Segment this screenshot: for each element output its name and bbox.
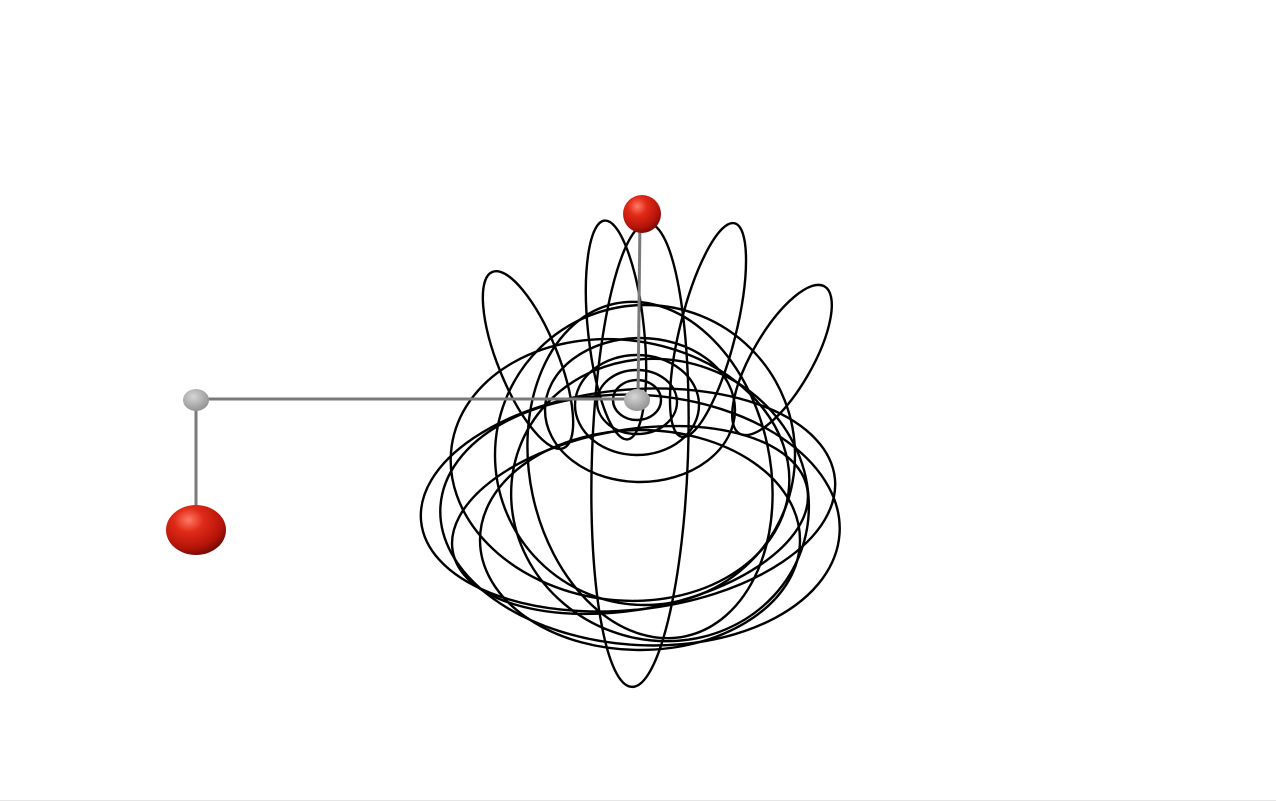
trace-loop: [668, 221, 748, 439]
viewport-bottom-border: [0, 800, 1276, 801]
hanging-bob[interactable]: [166, 505, 226, 555]
center-pivot: [624, 389, 650, 411]
trace-loop: [584, 219, 648, 441]
trace-loop: [493, 303, 797, 607]
left-pivot: [183, 389, 209, 411]
trace-loop: [526, 300, 774, 640]
trace-loop: [478, 428, 802, 652]
swinging-bob[interactable]: [623, 195, 661, 233]
swinging-rod: [636, 217, 642, 401]
trace-loop: [509, 357, 811, 643]
bob-trajectory-trace: [419, 219, 841, 689]
trace-loop: [481, 270, 575, 450]
